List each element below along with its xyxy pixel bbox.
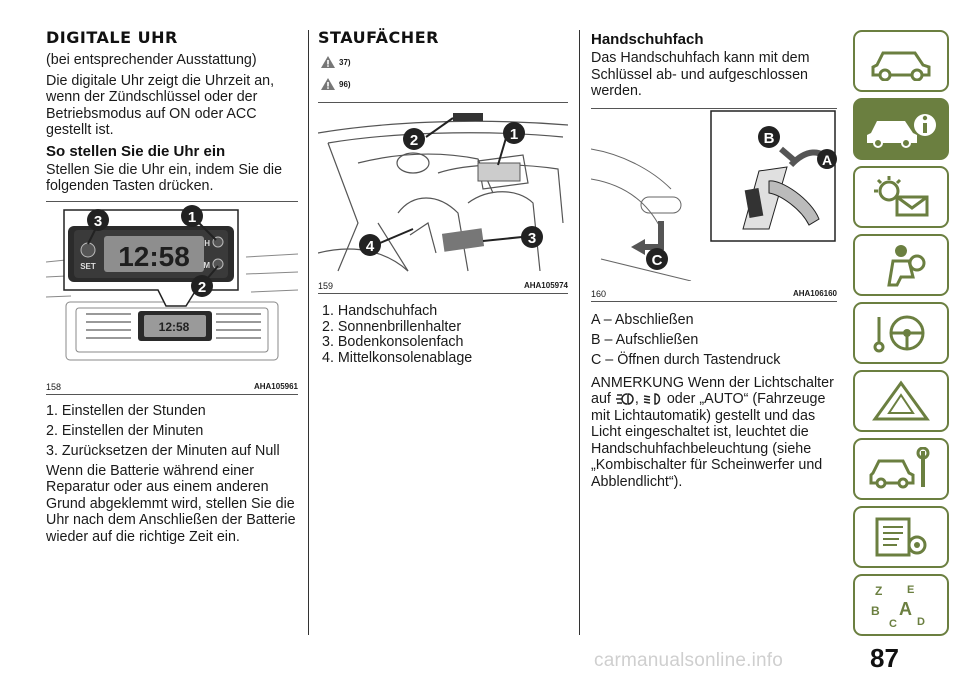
list-item: 2. Einstellen der Minuten — [46, 422, 204, 439]
list-item: 1. Handschuhfach — [322, 303, 438, 319]
callout-2: 2 — [198, 279, 206, 296]
svg-text:A: A — [899, 599, 912, 619]
figure-159: 2 1 4 3 159 AHA105974 — [317, 102, 569, 294]
svg-text:E: E — [907, 584, 914, 596]
list-item: 4. Mittelkonsolenablage — [322, 349, 473, 366]
tab-starting-driving[interactable] — [853, 302, 949, 364]
glove-box-list: A – Abschließen B – Aufschließen C – Öff… — [591, 312, 837, 369]
big-clock-time: 12:58 — [118, 241, 190, 272]
figure-160: B A C 160 AHA106160 — [590, 107, 837, 302]
svg-text:Z: Z — [875, 584, 882, 598]
clock-illustration: 12:58 12:58 SET H M 3 1 — [45, 201, 299, 374]
airbag-seat-icon — [887, 245, 926, 287]
clock-button-list: 1. Einstellen der Stunden 2. Einstellen … — [46, 403, 298, 460]
steering-key-icon — [873, 315, 925, 353]
small-clock-time: 12:58 — [159, 320, 190, 334]
tab-emergency[interactable] — [853, 370, 949, 432]
interior-illustration: 2 1 4 3 — [317, 103, 569, 273]
column-separator — [579, 30, 580, 635]
list-item: 2. Sonnenbrillenhalter — [322, 318, 462, 335]
callout-b: B — [764, 130, 775, 147]
intro-paragraph: Das Handschuhfach kann mit dem Schlüssel… — [591, 50, 810, 99]
tab-service[interactable] — [853, 438, 949, 500]
figure-number: 158 — [46, 381, 62, 392]
emergency-triangle-icon — [872, 380, 930, 421]
tab-technical-data[interactable] — [853, 506, 949, 568]
warning-triangle-icon — [321, 56, 335, 68]
figure-code: AHA105974 — [523, 281, 568, 290]
column-storage: STAUFÄCHER 37) 96) — [317, 28, 569, 366]
section-title: DIGITALE UHR — [46, 28, 178, 47]
figure-caption: 159 AHA105974 — [318, 278, 568, 293]
callout-1: 1 — [510, 126, 518, 143]
column-digital-clock: DIGITALE UHR (bei entsprechender Ausstat… — [45, 28, 299, 549]
car-icon — [871, 51, 931, 81]
svg-text:D: D — [917, 616, 925, 628]
note-paragraph: ANMERKUNG Wenn der Lichtschalter auf , o… — [591, 374, 834, 490]
list-item: 1. Einstellen der Stunden — [46, 402, 206, 419]
tab-car-info[interactable] — [853, 98, 949, 160]
list-item: 3. Zurücksetzen der Minuten auf Null — [46, 442, 280, 459]
instruction-paragraph: Stellen Sie die Uhr ein, indem Sie die f… — [46, 161, 283, 195]
figure-caption: 160 AHA106160 — [591, 286, 837, 301]
h-label: H — [204, 239, 210, 248]
subsection-title: So stellen Sie die Uhr ein — [46, 142, 226, 160]
figure-number: 159 — [318, 281, 334, 291]
tab-warning-lights[interactable] — [853, 166, 949, 228]
warning-triangle-icon — [321, 78, 335, 90]
m-button — [212, 258, 224, 269]
warning-ref: 37) — [320, 52, 568, 72]
set-label: SET — [80, 262, 96, 271]
equipment-note: (bei entsprechender Ausstattung) — [46, 52, 257, 68]
svg-text:C: C — [889, 618, 897, 629]
section-title: Handschuhfach — [591, 31, 704, 48]
list-item: 3. Bodenkonsolenfach — [322, 334, 464, 350]
warning-lights-icon — [874, 176, 929, 217]
parking-light-icon — [615, 393, 634, 405]
warning-ref: 96) — [320, 74, 568, 94]
battery-paragraph: Wenn die Batterie während einer Reparatu… — [46, 462, 296, 545]
callout-c: C — [652, 252, 663, 269]
column-separator — [308, 30, 309, 635]
callout-2: 2 — [410, 132, 418, 149]
tab-car[interactable] — [853, 30, 949, 92]
low-beam-icon — [643, 393, 661, 405]
column-glove-box: Handschuhfach Das Handschuhfach kann mit… — [590, 31, 837, 494]
page-number: 87 — [870, 643, 899, 673]
callout-4: 4 — [366, 238, 375, 255]
car-service-icon — [869, 447, 930, 489]
set-button — [80, 242, 96, 257]
intro-paragraph: Die digitale Uhr zeigt die Uhrzeit an, w… — [46, 72, 275, 139]
figure-code: AHA105961 — [253, 381, 298, 391]
watermark: carmanualsonline.info — [594, 650, 784, 671]
technical-data-icon — [875, 517, 927, 557]
figure-number: 160 — [591, 288, 607, 299]
list-item: A – Abschließen — [591, 311, 694, 328]
svg-text:B: B — [871, 604, 880, 618]
figure-158: 12:58 12:58 SET H M 3 1 — [45, 200, 299, 395]
m-label: M — [203, 261, 210, 270]
alphabet-index-icon: Z E B AC D — [871, 584, 925, 629]
callout-3: 3 — [528, 230, 536, 247]
figure-caption: 158 AHA105961 — [46, 379, 298, 394]
list-item: B – Aufschließen — [591, 331, 699, 348]
list-item: C – Öffnen durch Tastendruck — [591, 351, 781, 368]
callout-3: 3 — [94, 213, 102, 230]
car-info-icon — [867, 114, 936, 148]
figure-code: AHA106160 — [792, 288, 837, 298]
tab-safety[interactable] — [853, 234, 949, 296]
glove-box-illustration: B A C — [590, 108, 837, 281]
section-title: STAUFÄCHER — [318, 28, 439, 47]
storage-list: 1. Handschuhfach 2. Sonnenbrillenhalter … — [318, 303, 568, 366]
callout-1: 1 — [188, 209, 196, 226]
callout-a: A — [822, 152, 832, 168]
